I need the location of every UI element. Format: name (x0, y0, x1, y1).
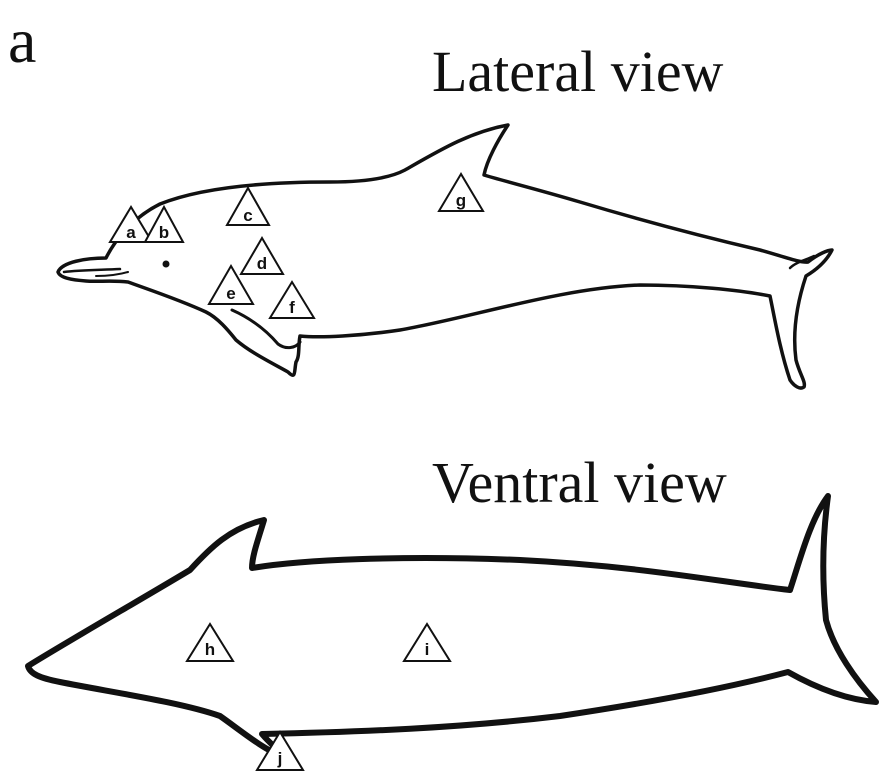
marker-d: d (241, 238, 283, 274)
ventral-dolphin-outline (28, 496, 876, 756)
marker-g-label: g (456, 191, 466, 210)
lateral-dolphin-outline (58, 125, 832, 388)
marker-h-label: h (205, 640, 215, 659)
eye-icon (163, 261, 170, 268)
ventral-view-title: Ventral view (432, 450, 727, 515)
marker-i: i (404, 624, 450, 661)
marker-h: h (187, 624, 233, 661)
marker-i-label: i (425, 640, 430, 659)
marker-b-label: b (159, 223, 169, 242)
marker-f-label: f (289, 298, 295, 317)
marker-f: f (270, 282, 314, 318)
marker-c-label: c (243, 206, 252, 225)
marker-a-label: a (126, 223, 136, 242)
marker-g: g (439, 174, 483, 211)
lateral-view-title: Lateral view (432, 39, 724, 104)
marker-j-label: j (277, 749, 283, 768)
marker-c: c (227, 188, 269, 225)
panel-label: a (8, 5, 36, 76)
marker-b: b (145, 207, 183, 242)
marker-d-label: d (257, 254, 267, 273)
marker-e-label: e (226, 284, 235, 303)
